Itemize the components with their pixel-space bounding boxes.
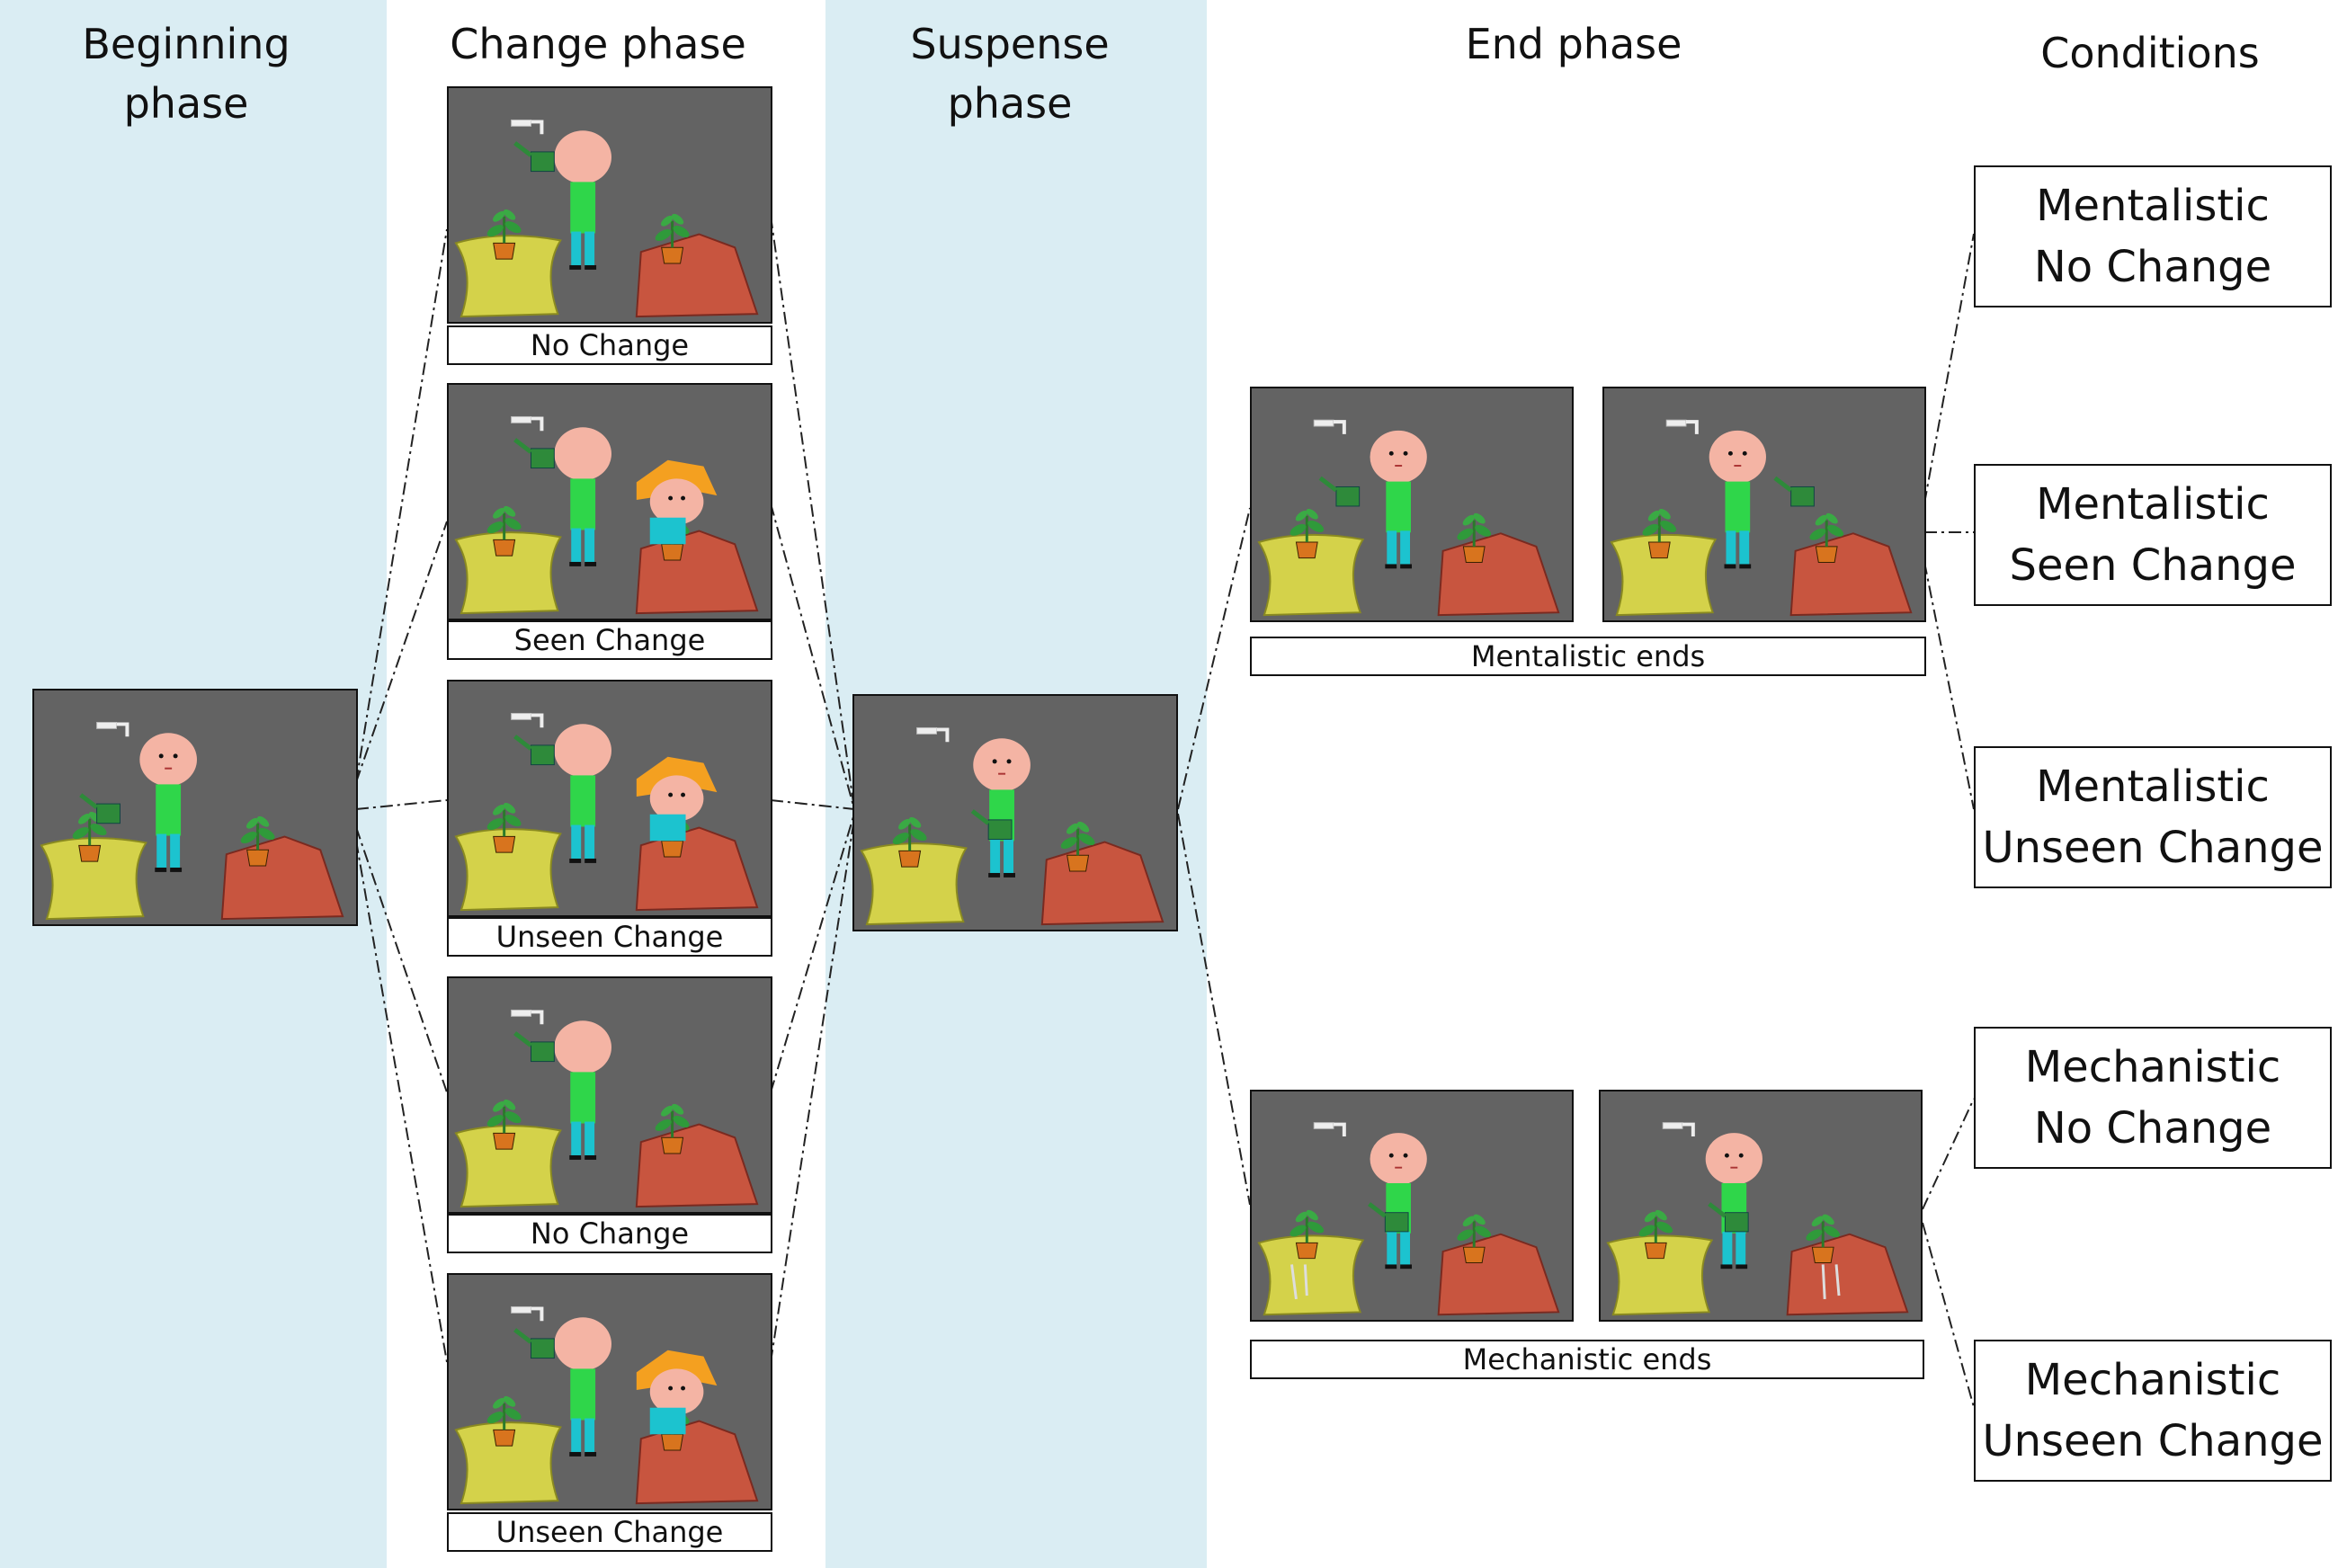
tap-icon — [511, 1009, 544, 1025]
boy-figure-icon — [139, 733, 197, 872]
plant-icon — [1060, 821, 1095, 872]
watering-can-icon — [513, 141, 555, 173]
mentalistic-ends-caption: Mentalistic ends — [1250, 637, 1926, 676]
condition-line1: Mechanistic — [2024, 1355, 2281, 1405]
condition-line2: Unseen Change — [1982, 1416, 2324, 1466]
watering-can-icon — [513, 438, 555, 469]
boy-figure-icon — [1370, 1133, 1427, 1270]
tap-icon — [1313, 1122, 1346, 1137]
watering-can-icon — [513, 735, 555, 766]
watering-can-icon — [1708, 1202, 1749, 1233]
girl-figure-icon — [636, 756, 718, 842]
plant-icon — [486, 802, 522, 853]
mentalistic-end-scene-1 — [1250, 387, 1574, 622]
change-scene-1 — [447, 86, 772, 324]
plant-icon — [1809, 512, 1844, 563]
plant-icon — [486, 1099, 522, 1150]
tap-icon — [511, 415, 544, 432]
boy-figure-icon — [1370, 430, 1427, 569]
watering-can-icon — [1318, 476, 1361, 507]
mentalistic-end-scene-2 — [1602, 387, 1926, 622]
plant-icon — [655, 1103, 690, 1154]
change-caption-5: Unseen Change — [447, 1512, 772, 1552]
condition-mentalistic-seen-change: Mentalistic Seen Change — [1974, 464, 2332, 606]
change-caption-1: No Change — [447, 325, 772, 365]
change-scene-4 — [447, 976, 772, 1214]
change-scene-2 — [447, 383, 772, 620]
tap-icon — [511, 712, 544, 728]
change-caption-3: Unseen Change — [447, 917, 772, 957]
plant-icon — [1806, 1214, 1841, 1263]
watering-can-icon — [513, 1328, 555, 1359]
plant-icon — [1457, 1214, 1492, 1263]
mechanistic-end-scene-1 — [1250, 1090, 1574, 1322]
header-end-phase: End phase — [1465, 20, 1682, 68]
tap-icon — [1662, 1122, 1695, 1137]
change-scene-5 — [447, 1273, 772, 1510]
plant-icon — [1638, 1209, 1673, 1260]
watering-can-icon — [79, 793, 120, 824]
plant-icon — [486, 505, 522, 557]
condition-mentalistic-unseen-change: Mentalistic Unseen Change — [1974, 746, 2332, 888]
mechanistic-ends-caption: Mechanistic ends — [1250, 1340, 1924, 1379]
tap-icon — [1313, 419, 1346, 434]
change-scene-3 — [447, 680, 772, 917]
tap-icon — [1665, 419, 1699, 434]
boy-figure-icon — [554, 427, 611, 566]
plant-icon — [1289, 1209, 1325, 1260]
condition-line1: Mentalistic — [2036, 762, 2270, 812]
watering-can-icon — [970, 809, 1013, 841]
tap-icon — [511, 119, 544, 135]
condition-line2: No Change — [2033, 242, 2272, 292]
header-conditions: Conditions — [2040, 29, 2260, 77]
watering-can-icon — [513, 1031, 555, 1063]
plant-icon — [655, 213, 690, 264]
condition-line1: Mentalistic — [2036, 181, 2270, 231]
watering-can-icon — [1368, 1202, 1409, 1233]
header-beginning-phase: Beginning phase — [82, 20, 290, 128]
suspense-scene — [852, 694, 1178, 931]
girl-figure-icon — [636, 1350, 718, 1435]
condition-mechanistic-no-change: Mechanistic No Change — [1974, 1027, 2332, 1169]
boy-figure-icon — [973, 738, 1031, 878]
plant-icon — [1642, 508, 1677, 559]
change-caption-2: Seen Change — [447, 620, 772, 660]
header-change-phase: Change phase — [450, 20, 746, 68]
plant-icon — [240, 815, 275, 867]
boy-figure-icon — [554, 130, 611, 270]
plant-icon — [72, 811, 107, 862]
plant-icon — [892, 816, 927, 868]
condition-line1: Mechanistic — [2024, 1042, 2281, 1092]
plant-icon — [1289, 508, 1325, 559]
plant-icon — [486, 209, 522, 260]
change-caption-4: No Change — [447, 1214, 772, 1253]
condition-line2: No Change — [2033, 1103, 2272, 1154]
plant-icon — [1457, 512, 1492, 563]
tap-icon — [511, 1305, 544, 1322]
girl-figure-icon — [636, 459, 718, 545]
boy-figure-icon — [1709, 430, 1766, 569]
boy-figure-icon — [554, 1020, 611, 1160]
boy-figure-icon — [554, 1317, 611, 1457]
tap-icon — [96, 721, 129, 737]
condition-line2: Seen Change — [2009, 540, 2297, 591]
plant-icon — [486, 1395, 522, 1447]
header-suspense-phase: Suspense phase — [910, 20, 1110, 128]
mechanistic-end-scene-2 — [1599, 1090, 1923, 1322]
tap-icon — [916, 726, 950, 743]
beginning-scene — [32, 689, 358, 926]
watering-can-icon — [1773, 476, 1815, 507]
condition-line2: Unseen Change — [1982, 823, 2324, 873]
condition-mentalistic-no-change: Mentalistic No Change — [1974, 165, 2332, 307]
boy-figure-icon — [554, 724, 611, 863]
condition-mechanistic-unseen-change: Mechanistic Unseen Change — [1974, 1340, 2332, 1482]
condition-line1: Mentalistic — [2036, 479, 2270, 530]
